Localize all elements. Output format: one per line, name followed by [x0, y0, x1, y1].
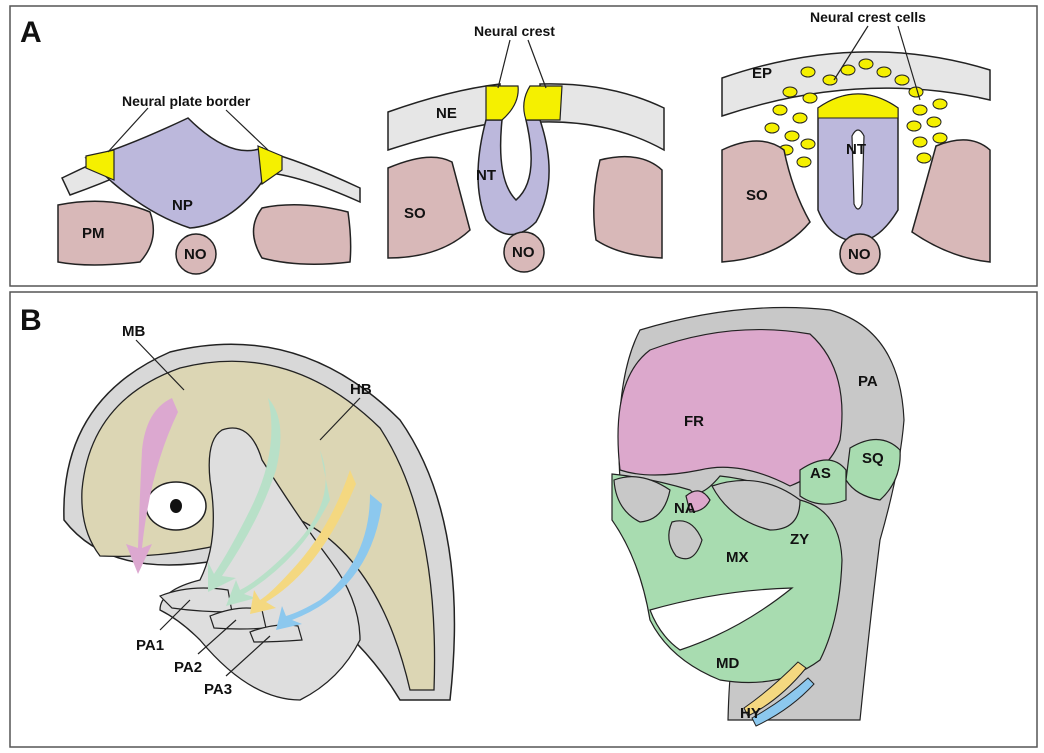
pa-label: PA	[858, 373, 878, 390]
paraxial-mesoderm-right	[254, 205, 351, 264]
no-label-2: NO	[512, 244, 535, 261]
nt-label-2: NT	[476, 167, 496, 184]
np-label: NP	[172, 197, 193, 214]
sq-label: SQ	[862, 450, 884, 467]
frontal-bone	[618, 330, 842, 486]
panel-b-letter: B	[20, 304, 42, 337]
somite-left-2	[388, 157, 470, 258]
as-label: AS	[810, 465, 831, 482]
neural-crest-cells-label: Neural crest cells	[810, 9, 926, 25]
stage1-neural-plate: Neural plate border NP PM NO	[58, 93, 360, 274]
callout-line-nc-left	[498, 40, 510, 88]
ep-label: EP	[752, 65, 772, 82]
fr-label: FR	[684, 413, 704, 430]
ne-label: NE	[436, 105, 457, 122]
pa3-label: PA3	[204, 681, 232, 698]
dorsal-crest-cap	[818, 94, 898, 118]
zy-label: ZY	[790, 531, 809, 548]
eye-pupil	[170, 499, 182, 513]
somite-right-2	[594, 157, 662, 258]
no-label-1: NO	[184, 246, 207, 263]
pm-label: PM	[82, 225, 105, 242]
nt-label-3: NT	[846, 141, 866, 158]
paraxial-mesoderm-left	[58, 201, 153, 265]
neural-crest-label: Neural crest	[474, 23, 555, 39]
skull-diagram: FR PA SQ AS NA ZY MX MD HY	[612, 308, 904, 727]
pa2-label: PA2	[174, 659, 202, 676]
callout-line-nc-right	[528, 40, 546, 88]
md-label: MD	[716, 655, 739, 672]
neural-plate-border-label: Neural plate border	[122, 93, 251, 109]
hy-label: HY	[740, 705, 761, 722]
stage3-crest-migration: Neural crest cells EP NT SO NO	[722, 9, 990, 274]
neural-crest-right	[524, 86, 562, 120]
callout-line-right	[226, 110, 268, 150]
na-label: NA	[674, 500, 696, 517]
panel-a-letter: A	[20, 16, 42, 49]
embryo-head-diagram: MB HB PA1 PA2 PA3	[64, 323, 455, 700]
stage2-neural-tube: Neural crest NE NT SO NO	[388, 23, 664, 272]
hb-label: HB	[350, 381, 372, 398]
mx-label: MX	[726, 549, 749, 566]
pa1-label: PA1	[136, 637, 164, 654]
so-label-3: SO	[746, 187, 768, 204]
mb-label: MB	[122, 323, 145, 340]
so-label-2: SO	[404, 205, 426, 222]
neural-crest-left	[486, 86, 518, 120]
no-label-3: NO	[848, 246, 871, 263]
neural-plate-border-right	[258, 146, 282, 184]
